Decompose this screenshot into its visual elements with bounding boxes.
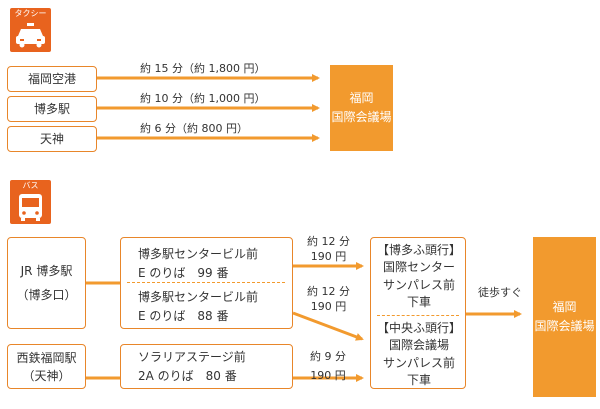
tenjin-stop-box: ソラリアステージ前 2A のりば 80 番 xyxy=(120,344,293,389)
stop-80: ソラリアステージ前 2A のりば 80 番 xyxy=(121,348,246,385)
fare: 190 円 xyxy=(310,368,346,382)
taxi-time-airport: 約 15 分（約 1,800 円） xyxy=(140,62,266,75)
bus-icon xyxy=(10,191,51,224)
origin-nishitetsu-fukuoka: 西鉄福岡駅 （天神） xyxy=(7,344,86,389)
origin-jr-hakata: JR 博多駅 （博多口） xyxy=(7,237,86,329)
origin-fukuoka-airport: 福岡空港 xyxy=(7,66,97,92)
stop-88: 博多駅センタービル前 E のりば 88 番 xyxy=(138,288,258,325)
destination-line: 福岡 xyxy=(349,90,374,105)
destination-line: 福岡 xyxy=(552,299,577,314)
taxi-destination: 福岡 国際会議場 xyxy=(330,65,393,151)
stop-platform: 2A のりば 80 番 xyxy=(138,368,237,383)
origin-line: （天神） xyxy=(22,368,71,383)
fare: 190 円 xyxy=(310,249,347,263)
bus-badge: バス xyxy=(10,180,51,224)
travel-time: 約 12 分 xyxy=(307,285,350,298)
origin-label: 博多駅 xyxy=(33,102,70,116)
origin-line: 西鉄福岡駅 xyxy=(16,350,77,365)
stop-name: ソラリアステージ前 xyxy=(138,349,246,364)
walk-label: 徒歩すぐ xyxy=(478,286,522,299)
origin-label: 福岡空港 xyxy=(27,72,76,86)
origin-label: 天神 xyxy=(39,132,64,146)
stop-line: 下車 xyxy=(406,373,431,388)
route-name: 【中央ふ頭行】 xyxy=(376,321,461,335)
stop-99: 博多駅センタービル前 E のりば 99 番 xyxy=(138,245,258,282)
taxi-badge-label: タクシー xyxy=(10,8,51,19)
hakata-stops-box: 博多駅センタービル前 E のりば 99 番 博多駅センタービル前 E のりば 8… xyxy=(120,237,293,329)
stop-line: サンパレス前 xyxy=(382,277,455,292)
bus-badge-label: バス xyxy=(10,180,51,191)
origin-line: （博多口） xyxy=(16,288,77,302)
divider xyxy=(127,282,285,283)
stop-line: 下車 xyxy=(406,295,431,310)
stop-line: 国際センター xyxy=(382,260,455,275)
divider xyxy=(377,315,459,316)
origin-hakata-station: 博多駅 xyxy=(7,96,97,122)
fare: 190 円 xyxy=(310,299,347,313)
alight-chuo-futo: 【中央ふ頭行】 国際会議場 サンパレス前 下車 xyxy=(371,320,467,390)
travel-time: 約 9 分 xyxy=(310,350,346,363)
stop-platform: E のりば 88 番 xyxy=(138,308,229,323)
fare-route-80: 約 9 分 190 円 xyxy=(310,350,346,384)
origin-tenjin: 天神 xyxy=(7,126,97,152)
alight-hakata-futo: 【博多ふ頭行】 国際センター サンパレス前 下車 xyxy=(371,242,467,312)
taxi-icon xyxy=(10,19,51,52)
stop-platform: E のりば 99 番 xyxy=(138,265,229,280)
stop-line: サンパレス前 xyxy=(382,355,455,370)
bus-destination: 福岡 国際会議場 xyxy=(533,237,596,397)
travel-time: 約 12 分 xyxy=(307,235,350,248)
fare-route-88: 約 12 分 190 円 xyxy=(307,285,350,315)
taxi-badge: タクシー xyxy=(10,8,51,52)
taxi-time-hakata: 約 10 分（約 1,000 円） xyxy=(140,92,266,105)
taxi-time-tenjin: 約 6 分（約 800 円） xyxy=(140,122,248,135)
fare-route-99: 約 12 分 190 円 xyxy=(307,235,350,265)
route-name: 【博多ふ頭行】 xyxy=(376,243,461,257)
stop-line: 国際会議場 xyxy=(388,338,449,353)
stop-name: 博多駅センタービル前 xyxy=(138,247,259,261)
destination-line: 国際会議場 xyxy=(534,319,595,333)
alight-stops-box: 【博多ふ頭行】 国際センター サンパレス前 下車 【中央ふ頭行】 国際会議場 サ… xyxy=(370,237,466,389)
stop-name: 博多駅センタービル前 xyxy=(138,290,259,304)
origin-line: JR 博多駅 xyxy=(20,264,73,278)
destination-line: 国際会議場 xyxy=(331,110,392,124)
